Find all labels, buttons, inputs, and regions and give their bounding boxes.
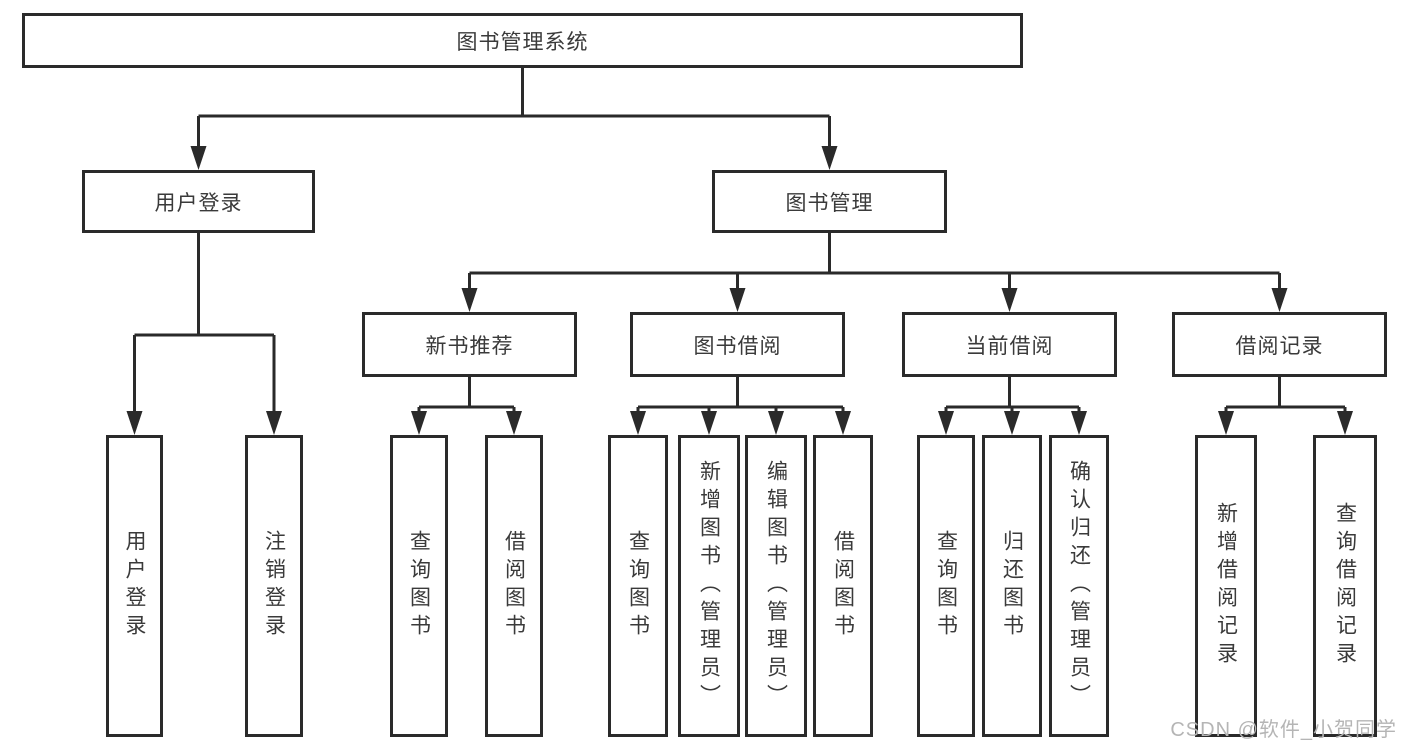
node-label: 借阅图书 — [502, 530, 526, 642]
node-label: 归还图书 — [1000, 530, 1024, 642]
node-library-management-system: 图书管理系统 — [22, 13, 1023, 68]
node-confirm-return-admin: 确认归还（管理员） — [1049, 435, 1109, 737]
arrowhead — [411, 411, 427, 435]
arrowhead — [1004, 411, 1020, 435]
node-label: 用户登录 — [154, 191, 243, 215]
node-query-borrow-record: 查询借阅记录 — [1313, 435, 1377, 737]
node-label: 查询图书 — [407, 530, 431, 642]
node-label: 注销登录 — [262, 530, 286, 642]
node-new-book-recommendation: 新书推荐 — [362, 312, 577, 377]
arrowhead — [126, 411, 143, 435]
arrowhead — [630, 411, 646, 435]
watermark: CSDN @软件_小贺同学 — [1170, 719, 1397, 741]
node-label: 查询借阅记录 — [1333, 502, 1357, 670]
node-query-books-2: 查询图书 — [608, 435, 668, 737]
arrowhead — [729, 288, 746, 312]
node-logout-leaf: 注销登录 — [245, 435, 303, 737]
arrowhead — [1001, 288, 1018, 312]
arrowhead — [190, 146, 207, 170]
node-edit-books-admin: 编辑图书（管理员） — [745, 435, 807, 737]
node-return-books: 归还图书 — [982, 435, 1042, 737]
node-add-borrow-record: 新增借阅记录 — [1195, 435, 1257, 737]
node-add-books-admin: 新增图书（管理员） — [678, 435, 740, 737]
node-book-borrowing: 图书借阅 — [630, 312, 845, 377]
arrowhead — [938, 411, 954, 435]
node-label: 图书借阅 — [693, 334, 782, 358]
node-label: 借阅记录 — [1235, 334, 1324, 358]
arrowhead — [461, 288, 478, 312]
arrowhead — [1337, 411, 1353, 435]
arrowhead — [768, 411, 784, 435]
node-label: 编辑图书（管理员） — [764, 460, 788, 712]
node-label: 当前借阅 — [965, 334, 1054, 358]
node-query-books-3: 查询图书 — [917, 435, 975, 737]
node-user-login: 用户登录 — [82, 170, 315, 233]
node-label: 查询图书 — [626, 530, 650, 642]
arrowhead — [701, 411, 717, 435]
node-borrow-books-1: 借阅图书 — [485, 435, 543, 737]
arrowhead — [1218, 411, 1234, 435]
node-label: 查询图书 — [934, 530, 958, 642]
node-label: 图书管理系统 — [456, 30, 589, 54]
arrowhead — [1271, 288, 1288, 312]
node-current-borrowing: 当前借阅 — [902, 312, 1117, 377]
node-label: 新增图书（管理员） — [697, 460, 721, 712]
node-user-login-leaf: 用户登录 — [106, 435, 163, 737]
node-borrowing-records: 借阅记录 — [1172, 312, 1387, 377]
node-query-books-1: 查询图书 — [390, 435, 448, 737]
arrowhead — [506, 411, 522, 435]
node-book-management: 图书管理 — [712, 170, 947, 233]
connector-path — [133, 68, 1347, 415]
node-borrow-books-2: 借阅图书 — [813, 435, 873, 737]
arrowhead — [266, 411, 282, 435]
node-label: 借阅图书 — [831, 530, 855, 642]
arrowhead — [1071, 411, 1087, 435]
node-label: 新增借阅记录 — [1214, 502, 1238, 670]
node-label: 用户登录 — [123, 530, 146, 642]
node-label: 确认归还（管理员） — [1067, 460, 1091, 712]
arrowhead — [821, 146, 838, 170]
node-label: 图书管理 — [785, 191, 874, 215]
node-label: 新书推荐 — [425, 334, 514, 358]
arrowhead — [835, 411, 851, 435]
